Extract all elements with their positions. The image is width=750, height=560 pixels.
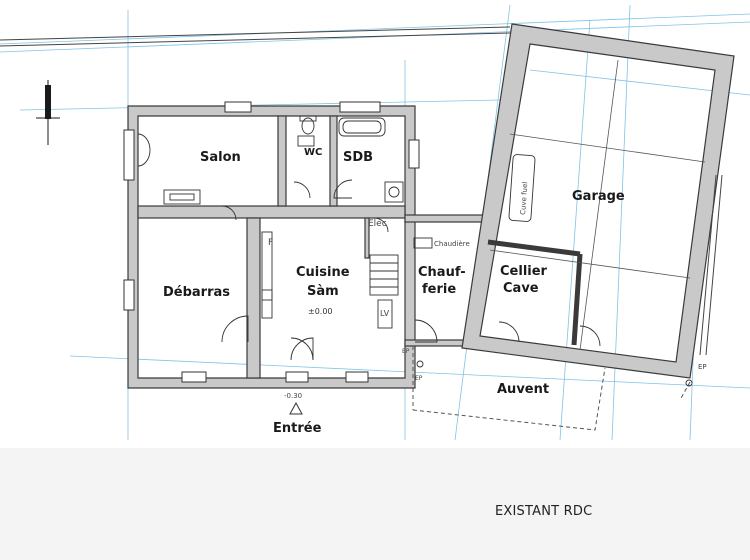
garage-door [699, 174, 723, 356]
annotation-frigo: F [268, 238, 273, 248]
room-label-chauf: Chauf- [418, 265, 466, 280]
room-label-wc: WC [304, 147, 322, 158]
plan-sheet [0, 0, 750, 448]
windows [123, 101, 420, 383]
room-label-cuisine: Cuisine [296, 265, 350, 280]
level-cuisine: ±0.00 [308, 307, 333, 316]
annotation-ep-2: EP [415, 375, 423, 382]
auvent-outline [412, 346, 691, 431]
entrance-triangle-icon [289, 401, 303, 415]
annotation-entree-level: -0.30 [284, 392, 302, 400]
annotation-ep-3: EP [698, 363, 707, 371]
room-label-cave: Cave [503, 281, 539, 296]
garage-walls [461, 23, 735, 379]
annotation-ep-1: EP [402, 348, 410, 355]
room-label-ferie: ferie [422, 282, 456, 297]
fixtures [163, 115, 693, 387]
door-swings [137, 133, 601, 361]
garage-structure-lines [489, 59, 706, 351]
room-label-sam: Sàm [307, 284, 339, 299]
room-label-debarras: Débarras [163, 285, 230, 300]
north-arrow-icon [36, 80, 60, 145]
room-label-sdb: SDB [343, 150, 373, 165]
room-label-salon: Salon [200, 150, 241, 165]
annotation-cuve-fuel: Cuve fuel [519, 181, 529, 215]
room-label-garage: Garage [572, 189, 625, 204]
property-boundary [0, 26, 511, 47]
annotation-elec: Elec [368, 219, 387, 229]
plan-caption: EXISTANT RDC [495, 504, 593, 519]
annotation-chaudiere: Chaudière [434, 240, 470, 248]
room-label-auvent: Auvent [497, 382, 549, 397]
room-label-entree: Entrée [273, 421, 322, 436]
room-label-cellier: Cellier [500, 264, 548, 279]
annotation-lv: LV [380, 309, 390, 318]
